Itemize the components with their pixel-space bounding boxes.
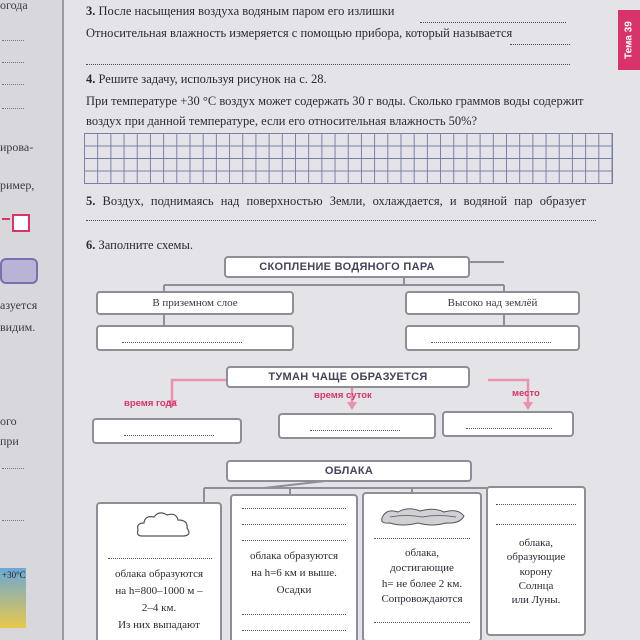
scheme-header-vapor: СКОПЛЕНИЕ ВОДЯНОГО ПАРА <box>224 256 470 278</box>
ground-layer-label: В приземном слое <box>152 297 238 309</box>
left-text-7: при <box>0 434 19 448</box>
stratus-cloud-icon <box>381 508 465 526</box>
answer-line[interactable] <box>374 622 470 623</box>
task-4-line-2: При температуре +30 °С воздух может соде… <box>86 94 584 108</box>
left-text-3: ример, <box>0 178 35 192</box>
label-time-of-day: время суток <box>314 390 372 401</box>
left-dots <box>2 468 24 469</box>
answer-line[interactable] <box>86 64 570 65</box>
answer-line <box>124 435 214 436</box>
answer-line <box>122 342 242 343</box>
left-text-4: азуется <box>0 298 38 312</box>
left-text-1: огода <box>0 0 28 12</box>
task-3-line-2: Относительная влажность измеряется с пом… <box>86 26 513 40</box>
answer-box-season[interactable] <box>92 418 242 444</box>
task-4-line-3: воздух при данной температуре, если его … <box>86 114 478 128</box>
task-4-line-1: 4. Решите задачу, используя рисунок на с… <box>86 72 327 86</box>
answer-box-time[interactable] <box>278 413 436 439</box>
left-dots <box>2 520 24 521</box>
task-6-line: 6. Заполните схемы. <box>86 238 193 252</box>
answer-line[interactable] <box>86 220 596 221</box>
workbook-page: Тема 39 3. После насыщения воздуха водян… <box>64 0 640 640</box>
left-dots <box>2 108 24 109</box>
left-dots <box>2 40 24 41</box>
answer-line[interactable] <box>242 630 346 631</box>
left-text-2: ирова- <box>0 140 34 154</box>
label-season: время года <box>124 398 177 409</box>
answer-line[interactable] <box>242 524 346 525</box>
answer-line[interactable] <box>242 540 346 541</box>
left-pink-box <box>12 214 30 232</box>
answer-line[interactable] <box>242 614 346 615</box>
scheme-header-clouds: ОБЛАКА <box>226 460 472 482</box>
box-ground-layer: В приземном слое <box>96 291 294 315</box>
scheme-header-fog: ТУМАН ЧАЩЕ ОБРАЗУЕТСЯ <box>226 366 470 388</box>
answer-line[interactable] <box>242 508 346 509</box>
left-page-edge: огода ирова- ример, азуется видим. ого п… <box>0 0 64 640</box>
answer-line <box>310 430 400 431</box>
left-text-5: видим. <box>0 320 36 334</box>
task-3-line-1: 3. После насыщения воздуха водяным паром… <box>86 4 395 18</box>
left-dots <box>2 62 24 63</box>
left-purple-box <box>0 258 38 284</box>
answer-line <box>431 342 551 343</box>
answer-line[interactable] <box>496 524 576 525</box>
answer-line[interactable] <box>510 44 570 45</box>
answer-line[interactable] <box>496 504 576 505</box>
answer-box-place[interactable] <box>442 411 574 437</box>
cumulus-cloud-icon <box>136 512 190 537</box>
left-dots <box>2 84 24 85</box>
box-high-altitude: Высоко над землёй <box>405 291 580 315</box>
answer-line[interactable] <box>108 558 212 559</box>
answer-grid[interactable] <box>84 133 613 184</box>
task-5-line: 5. Воздух, поднимаясь над поверхностью З… <box>86 194 586 208</box>
left-illustration: +30°C <box>0 568 26 628</box>
label-place: место <box>512 388 540 399</box>
answer-box-left[interactable] <box>96 325 294 351</box>
left-text-6: ого <box>0 414 17 428</box>
answer-line[interactable] <box>420 22 566 23</box>
answer-line <box>466 428 552 429</box>
answer-line[interactable] <box>374 538 470 539</box>
left-dash <box>2 218 10 220</box>
answer-box-right[interactable] <box>405 325 580 351</box>
high-altitude-label: Высоко над землёй <box>447 297 538 309</box>
left-illustration-label: +30°C <box>2 570 26 580</box>
